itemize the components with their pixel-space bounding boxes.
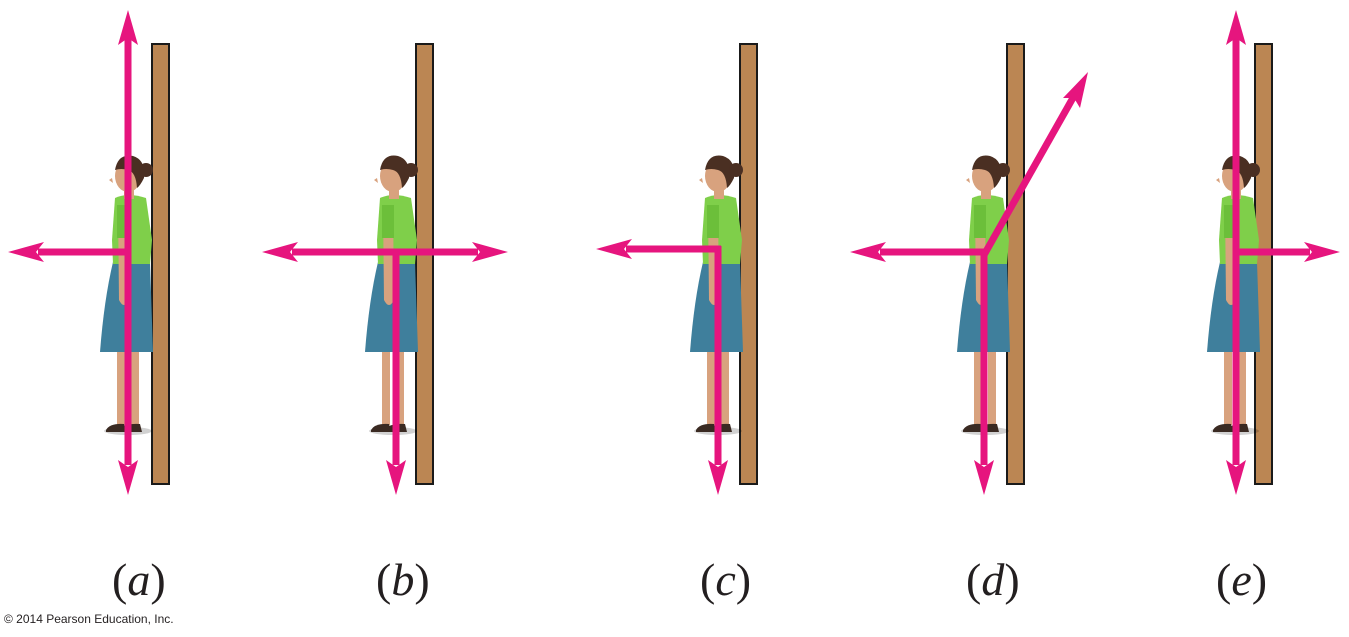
- arrowhead-up: [1226, 10, 1246, 45]
- panel-e: (e): [1207, 10, 1340, 605]
- arrowhead-left: [850, 242, 886, 262]
- panel-label-e: (e): [1216, 554, 1267, 605]
- arrowhead-up-right: [1063, 72, 1088, 108]
- arrowhead-down: [386, 460, 406, 495]
- person-figure: [365, 155, 418, 436]
- panel-label-d: (d): [966, 554, 1020, 605]
- panel-label-b: (b): [376, 554, 430, 605]
- arrowhead-right: [1304, 242, 1340, 262]
- force-arrows: [596, 239, 728, 495]
- panel-d: (d): [850, 43, 1088, 605]
- panel-label-a: (a): [112, 554, 166, 605]
- wall: [739, 43, 758, 485]
- arrowhead-down: [1226, 460, 1246, 495]
- arrowhead-down: [118, 460, 138, 495]
- arrowhead-down: [974, 460, 994, 495]
- panel-c: (c): [596, 43, 758, 605]
- arrowhead-left: [262, 242, 298, 262]
- arrow-up-right: [980, 94, 1078, 257]
- panel-b: (b): [262, 43, 508, 605]
- force-arrows: [8, 10, 138, 495]
- wall: [1006, 43, 1025, 485]
- force-arrows: [1226, 10, 1340, 495]
- arrowhead-up: [118, 10, 138, 45]
- panel-label-c: (c): [700, 554, 751, 605]
- wall: [415, 43, 434, 485]
- force-arrows: [262, 242, 508, 495]
- arrowhead-left: [8, 242, 44, 262]
- force-arrows: [850, 72, 1088, 495]
- arrowhead-right: [472, 242, 508, 262]
- arrowhead-down: [708, 460, 728, 495]
- copyright-notice: © 2014 Pearson Education, Inc.: [4, 612, 174, 626]
- wall: [1254, 43, 1273, 485]
- panel-a: (a): [8, 10, 170, 605]
- wall: [151, 43, 170, 485]
- arrowhead-left: [596, 239, 632, 259]
